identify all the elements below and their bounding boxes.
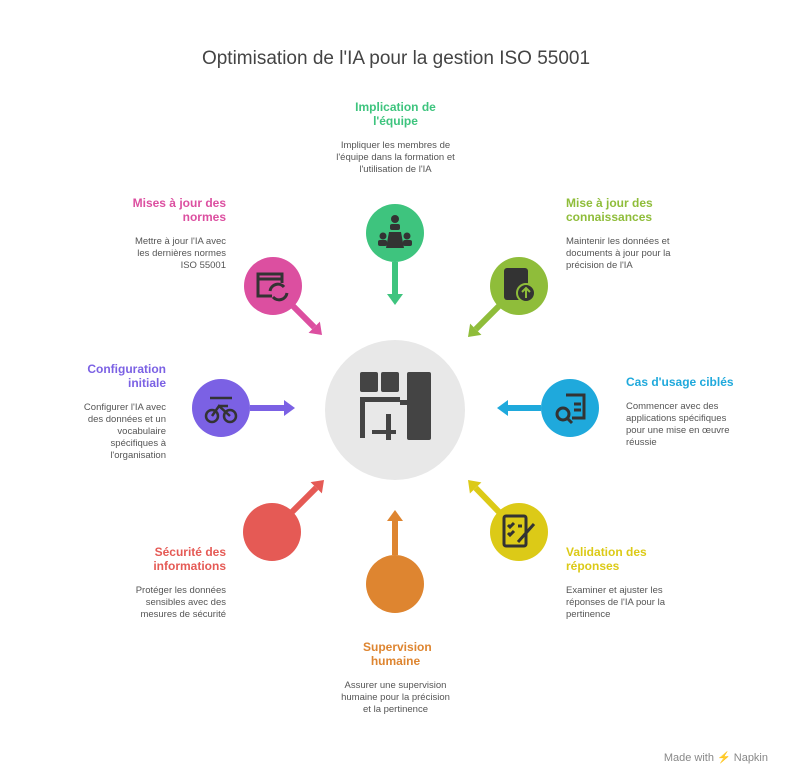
document-search-icon bbox=[555, 393, 586, 425]
item-desc: Protéger les données sensibles avec des … bbox=[135, 585, 226, 620]
item-desc: Assurer une supervision humaine pour la … bbox=[341, 680, 450, 715]
item-title: Configuration initiale bbox=[87, 362, 166, 390]
node-supervision bbox=[366, 555, 424, 613]
item-securite: Sécurité des informations Protéger les d… bbox=[91, 545, 226, 621]
arrow-shaft bbox=[473, 485, 502, 515]
napkin-watermark: Made with ⚡ Napkin bbox=[663, 752, 768, 764]
item-title: Cas d'usage ciblés bbox=[626, 375, 734, 389]
arrow-head bbox=[310, 480, 324, 494]
book-upload-icon bbox=[504, 268, 536, 303]
arrow-head bbox=[468, 480, 482, 494]
item-desc: Commencer avec des applications spécifiq… bbox=[626, 401, 730, 448]
item-title: Sécurité des informations bbox=[153, 545, 226, 573]
item-desc: Examiner et ajuster les réponses de l'IA… bbox=[566, 585, 665, 620]
arrow-shaft bbox=[290, 303, 317, 330]
item-cas-usage: Cas d'usage ciblés Commencer avec des ap… bbox=[626, 375, 761, 449]
item-desc: Maintenir les données et documents à jou… bbox=[566, 236, 671, 271]
arrow-head bbox=[468, 323, 482, 337]
arrow-head bbox=[387, 294, 403, 305]
node-securite bbox=[243, 503, 301, 561]
wrench-bike-icon bbox=[204, 396, 238, 424]
item-title: Validation des réponses bbox=[566, 545, 647, 573]
calendar-refresh-icon bbox=[256, 272, 289, 302]
item-normes: Mises à jour des normes Mettre à jour l'… bbox=[91, 196, 226, 272]
item-title: Supervision humaine bbox=[363, 640, 432, 668]
team-meeting-icon bbox=[378, 215, 412, 248]
arrow-shaft bbox=[473, 303, 502, 332]
node-validation bbox=[490, 503, 548, 561]
item-validation: Validation des réponses Examiner et ajus… bbox=[566, 545, 701, 621]
item-title: Implication de l'équipe bbox=[355, 100, 436, 128]
item-desc: Impliquer les membres de l'équipe dans l… bbox=[336, 140, 455, 175]
item-implication: Implication de l'équipe Impliquer les me… bbox=[328, 100, 463, 176]
item-desc: Mettre à jour l'IA avec les dernières no… bbox=[134, 236, 226, 271]
item-title: Mises à jour des normes bbox=[132, 196, 226, 224]
page-title: Optimisation de l'IA pour la gestion ISO… bbox=[201, 48, 591, 69]
item-desc: Configurer l'IA avec des données et un v… bbox=[83, 402, 166, 461]
arrow-head bbox=[284, 400, 295, 416]
item-supervision: Supervision humaine Assurer une supervis… bbox=[328, 640, 463, 716]
arrow-shaft bbox=[289, 485, 319, 515]
item-configuration: Configuration initiale Configurer l'IA a… bbox=[31, 362, 166, 462]
clipboard-check-icon bbox=[502, 514, 536, 548]
item-title: Mise à jour des connaissances bbox=[566, 196, 653, 224]
center-circle bbox=[325, 340, 465, 480]
office-desk-icon bbox=[360, 372, 431, 440]
arrow-head bbox=[497, 400, 508, 416]
arrow-head bbox=[387, 510, 403, 521]
node-cas-usage bbox=[541, 379, 599, 437]
item-connaissances: Mise à jour des connaissances Maintenir … bbox=[566, 196, 701, 272]
arrow-head bbox=[308, 321, 322, 335]
